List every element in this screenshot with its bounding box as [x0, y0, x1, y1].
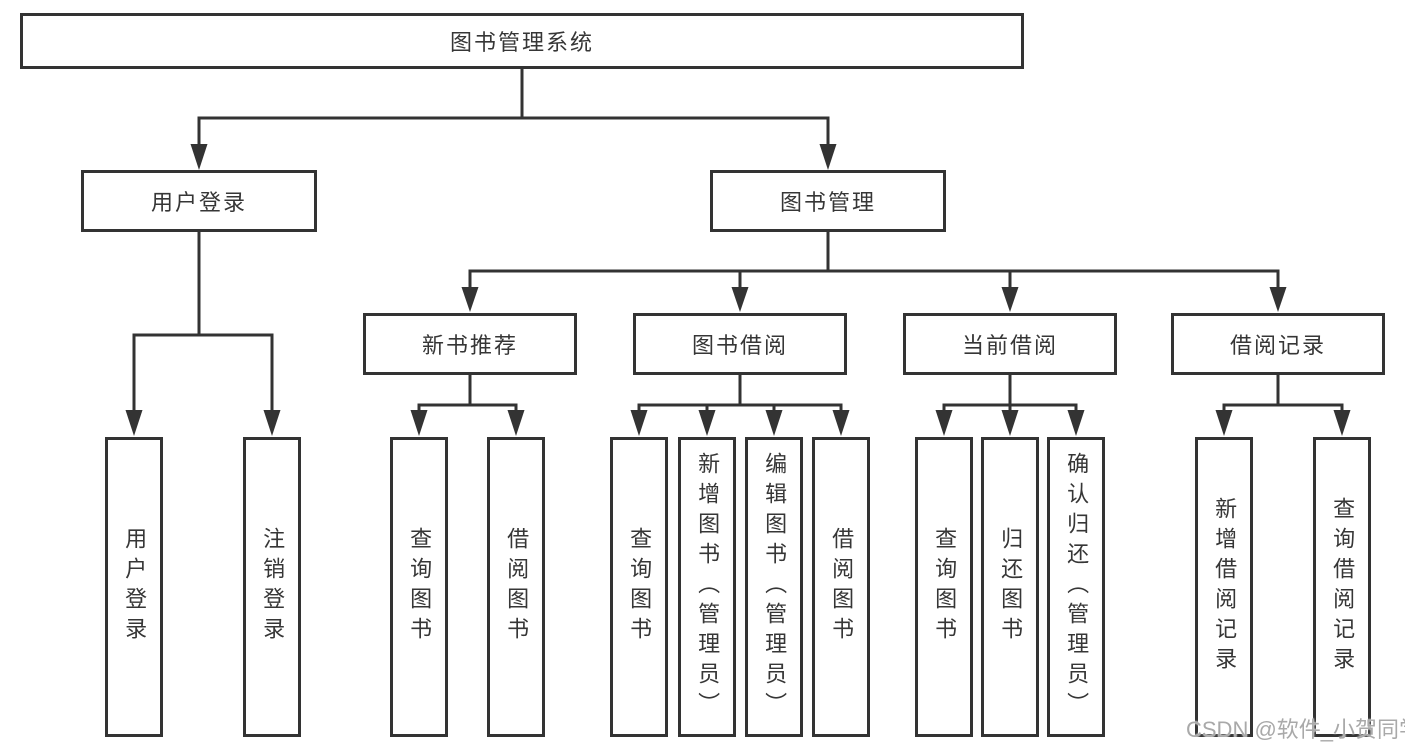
node-new-book-recommend-label: 新书推荐	[421, 333, 518, 358]
arrowheads-current-to-leaves	[935, 410, 1085, 436]
node-user-login: 用户登录	[81, 170, 317, 232]
connector-records-to-leaves	[1222, 375, 1344, 412]
node-library-system-label: 图书管理系统	[449, 30, 594, 55]
leaf-confirm-return-admin: 确认归还（管理员）	[1047, 437, 1105, 737]
connector-userlogin-to-leaves	[132, 232, 274, 412]
node-book-borrowing-label: 图书借阅	[691, 333, 788, 358]
connector-current-to-leaves	[942, 375, 1078, 412]
leaf-logout-label: 注销登录	[260, 527, 286, 647]
leaf-logout: 注销登录	[243, 437, 301, 737]
leaf-query-books-recommend: 查询图书	[390, 437, 448, 737]
leaf-add-books-admin: 新增图书（管理员）	[678, 437, 736, 737]
arrowheads-borrowing-to-leaves	[630, 410, 850, 436]
connector-root-to-level2	[197, 69, 830, 146]
leaf-query-books-current: 查询图书	[915, 437, 973, 737]
leaf-query-books-borrowing: 查询图书	[610, 437, 668, 737]
leaf-add-borrow-record: 新增借阅记录	[1195, 437, 1253, 737]
leaf-return-books: 归还图书	[981, 437, 1039, 737]
arrowheads-userlogin-to-leaves	[125, 410, 281, 436]
leaf-user-login-label: 用户登录	[122, 527, 148, 647]
leaf-borrow-books-borrowing-label: 借阅图书	[829, 527, 855, 647]
node-user-login-label: 用户登录	[150, 190, 247, 215]
leaf-add-borrow-record-label: 新增借阅记录	[1212, 497, 1238, 677]
node-library-system: 图书管理系统	[20, 13, 1024, 69]
arrowheads-bookmgmt-to-level3	[461, 287, 1287, 312]
node-borrow-records-label: 借阅记录	[1229, 333, 1326, 358]
leaf-edit-books-admin-label: 编辑图书（管理员）	[762, 452, 788, 722]
leaf-query-borrow-record-label: 查询借阅记录	[1330, 497, 1356, 677]
leaf-borrow-books-borrowing: 借阅图书	[812, 437, 870, 737]
leaf-query-books-recommend-label: 查询图书	[407, 527, 433, 647]
arrowheads-newbooks-to-leaves	[410, 410, 525, 436]
arrowheads-records-to-leaves	[1215, 410, 1351, 436]
node-current-borrowing: 当前借阅	[903, 313, 1117, 375]
node-book-management: 图书管理	[710, 170, 946, 232]
connector-borrowing-to-leaves	[637, 375, 843, 412]
leaf-confirm-return-admin-label: 确认归还（管理员）	[1064, 452, 1090, 722]
arrowheads-root-to-level2	[190, 144, 837, 170]
node-book-management-label: 图书管理	[779, 190, 876, 215]
leaf-query-books-current-label: 查询图书	[932, 527, 958, 647]
leaf-borrow-books-recommend: 借阅图书	[487, 437, 545, 737]
leaf-edit-books-admin: 编辑图书（管理员）	[745, 437, 803, 737]
leaf-add-books-admin-label: 新增图书（管理员）	[695, 452, 721, 722]
node-book-borrowing: 图书借阅	[633, 313, 847, 375]
leaf-borrow-books-recommend-label: 借阅图书	[504, 527, 530, 647]
watermark-text: CSDN @软件_小贺同学	[1186, 717, 1405, 742]
node-current-borrowing-label: 当前借阅	[961, 333, 1058, 358]
leaf-query-books-borrowing-label: 查询图书	[627, 527, 653, 647]
connector-bookmgmt-to-level3	[468, 232, 1280, 290]
leaf-return-books-label: 归还图书	[998, 527, 1024, 647]
node-borrow-records: 借阅记录	[1171, 313, 1385, 375]
leaf-user-login: 用户登录	[105, 437, 163, 737]
connector-newbooks-to-leaves	[417, 375, 518, 412]
leaf-query-borrow-record: 查询借阅记录	[1313, 437, 1371, 737]
node-new-book-recommend: 新书推荐	[363, 313, 577, 375]
